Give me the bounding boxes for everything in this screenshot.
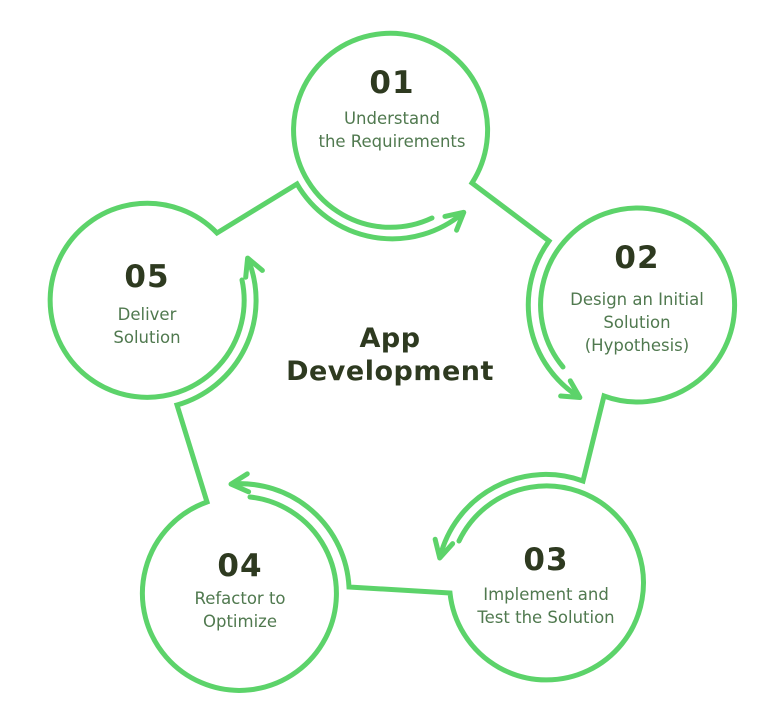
center-title-line-1: App xyxy=(359,323,420,354)
circle-01-outline-and-arrow-to-02 xyxy=(291,30,583,401)
step-04-label-line-1: Refactor to xyxy=(194,589,285,608)
step-02-number: 02 xyxy=(614,240,659,276)
step-02: 02 Design an Initial Solution (Hypothesi… xyxy=(570,240,704,355)
step-03: 03 Implement and Test the Solution xyxy=(476,542,614,627)
cycle-connectors xyxy=(47,30,738,693)
step-03-number: 03 xyxy=(523,542,568,578)
center-title: App Development xyxy=(286,323,494,387)
step-04: 04 Refactor to Optimize xyxy=(194,548,285,631)
step-04-number: 04 xyxy=(217,548,262,584)
step-05-number: 05 xyxy=(124,259,169,295)
step-01-number: 01 xyxy=(369,65,414,101)
step-02-label-line-2: Solution xyxy=(603,313,670,332)
step-05: 05 Deliver Solution xyxy=(113,259,180,347)
step-05-label-line-1: Deliver xyxy=(118,305,177,324)
step-03-label-line-2: Test the Solution xyxy=(476,608,614,627)
circle-03-outline-and-arrow-to-04 xyxy=(228,471,646,683)
step-01: 01 Understand the Requirements xyxy=(318,65,465,151)
circle-04-outline-and-arrow-to-05 xyxy=(139,255,339,693)
step-02-label-line-3: (Hypothesis) xyxy=(585,336,689,355)
step-03-label-line-1: Implement and xyxy=(483,585,609,604)
center-title-line-2: Development xyxy=(286,356,494,387)
step-05-label-line-2: Solution xyxy=(113,328,180,347)
circle-02-outline-and-arrow-to-03 xyxy=(432,205,738,561)
circle-05-outline-and-arrow-to-01 xyxy=(47,180,467,400)
step-04-label-line-2: Optimize xyxy=(203,612,277,631)
step-01-label-line-2: the Requirements xyxy=(318,132,465,151)
step-01-label-line-1: Understand xyxy=(344,109,440,128)
step-02-label-line-1: Design an Initial xyxy=(570,290,704,309)
